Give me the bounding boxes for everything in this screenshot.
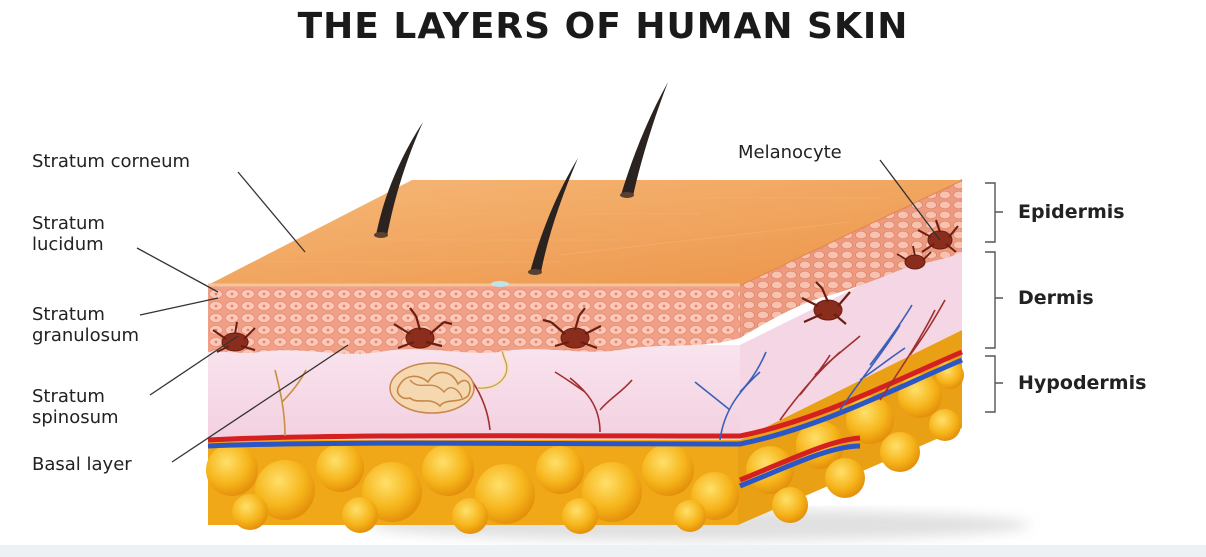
fat-globule bbox=[422, 444, 474, 496]
fat-globule bbox=[929, 409, 961, 441]
label-stratum-granulosum: Stratum granulosum bbox=[32, 304, 139, 346]
fat-globule bbox=[536, 446, 584, 494]
sweat-pore bbox=[491, 281, 509, 287]
fat-globule bbox=[316, 444, 364, 492]
fat-globule bbox=[825, 458, 865, 498]
label-dermis: Dermis bbox=[1018, 288, 1094, 309]
label-epidermis: Epidermis bbox=[1018, 202, 1125, 223]
fat-globule bbox=[642, 444, 694, 496]
fat-globule bbox=[562, 498, 598, 534]
label-melanocyte: Melanocyte bbox=[738, 142, 842, 163]
fat-globule bbox=[452, 498, 488, 534]
label-stratum-lucidum: Stratum lucidum bbox=[32, 213, 105, 255]
label-basal-layer: Basal layer bbox=[32, 454, 132, 475]
bottom-strip bbox=[0, 545, 1206, 557]
label-stratum-spinosum: Stratum spinosum bbox=[32, 386, 119, 428]
label-hypodermis: Hypodermis bbox=[1018, 373, 1146, 394]
fat-globule bbox=[674, 500, 706, 532]
fat-globule bbox=[880, 432, 920, 472]
label-stratum-corneum: Stratum corneum bbox=[32, 151, 190, 172]
fat-globule bbox=[232, 494, 268, 530]
fat-globule bbox=[772, 487, 808, 523]
fat-globule bbox=[206, 444, 258, 496]
fat-globule bbox=[342, 497, 378, 533]
layer-brackets bbox=[985, 183, 1003, 412]
